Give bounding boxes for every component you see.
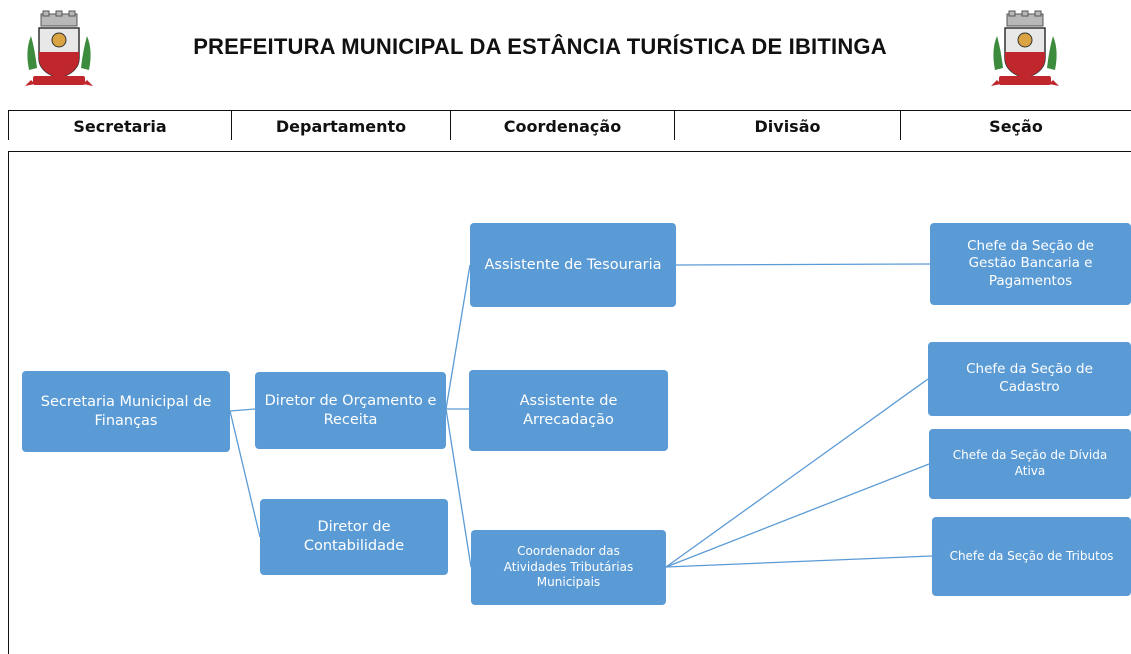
node-assistente-arrecadacao: Assistente de Arrecadação	[469, 370, 668, 451]
column-header-divisao: Divisão	[675, 111, 901, 140]
node-coordenador-tributarias: Coordenador das Atividades Tributárias M…	[471, 530, 666, 605]
node-chefe-divida-ativa: Chefe da Seção de Dívida Ativa	[929, 429, 1131, 499]
node-chefe-cadastro: Chefe da Seção de Cadastro	[928, 342, 1131, 416]
node-chefe-tributos: Chefe da Seção de Tributos	[932, 517, 1131, 596]
coat-of-arms-left	[21, 10, 97, 94]
column-header-secao: Seção	[989, 117, 1043, 136]
node-secretaria-financas: Secretaria Municipal de Finanças	[22, 371, 230, 452]
org-chart-frame	[8, 151, 1131, 654]
node-chefe-gestao-bancaria: Chefe da Seção de Gestão Bancaria e Paga…	[930, 223, 1131, 305]
page-title: PREFEITURA MUNICIPAL DA ESTÂNCIA TURÍSTI…	[193, 34, 887, 59]
node-assistente-tesouraria: Assistente de Tesouraria	[470, 223, 676, 307]
column-header-departamento: Departamento	[232, 111, 451, 140]
column-headers: Secretaria Departamento Coordenação Divi…	[8, 110, 1131, 140]
column-header-secretaria: Secretaria	[9, 111, 232, 140]
column-header-coordenacao: Coordenação	[451, 111, 675, 140]
coat-of-arms-right	[987, 10, 1063, 94]
node-diretor-contabilidade: Diretor de Contabilidade	[260, 499, 448, 575]
node-diretor-orcamento: Diretor de Orçamento e Receita	[255, 372, 446, 449]
